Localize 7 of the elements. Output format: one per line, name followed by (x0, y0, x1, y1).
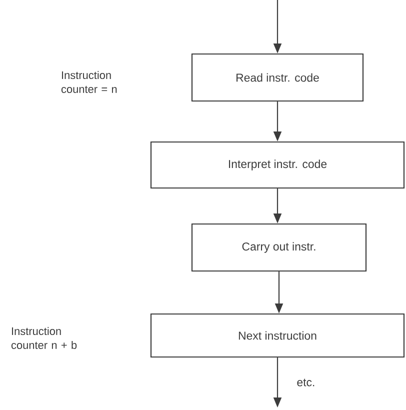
side-note: Instruction counter = n (61, 71, 117, 93)
process-box: Next instruction (150, 313, 405, 358)
process-box: Read instr. code (191, 53, 364, 102)
process-box: Interpret instr. code (150, 141, 405, 189)
side-note: Instruction counter n + b (11, 327, 77, 349)
edge-label: etc. (297, 378, 314, 386)
process-box: Carry out instr. (191, 223, 367, 272)
